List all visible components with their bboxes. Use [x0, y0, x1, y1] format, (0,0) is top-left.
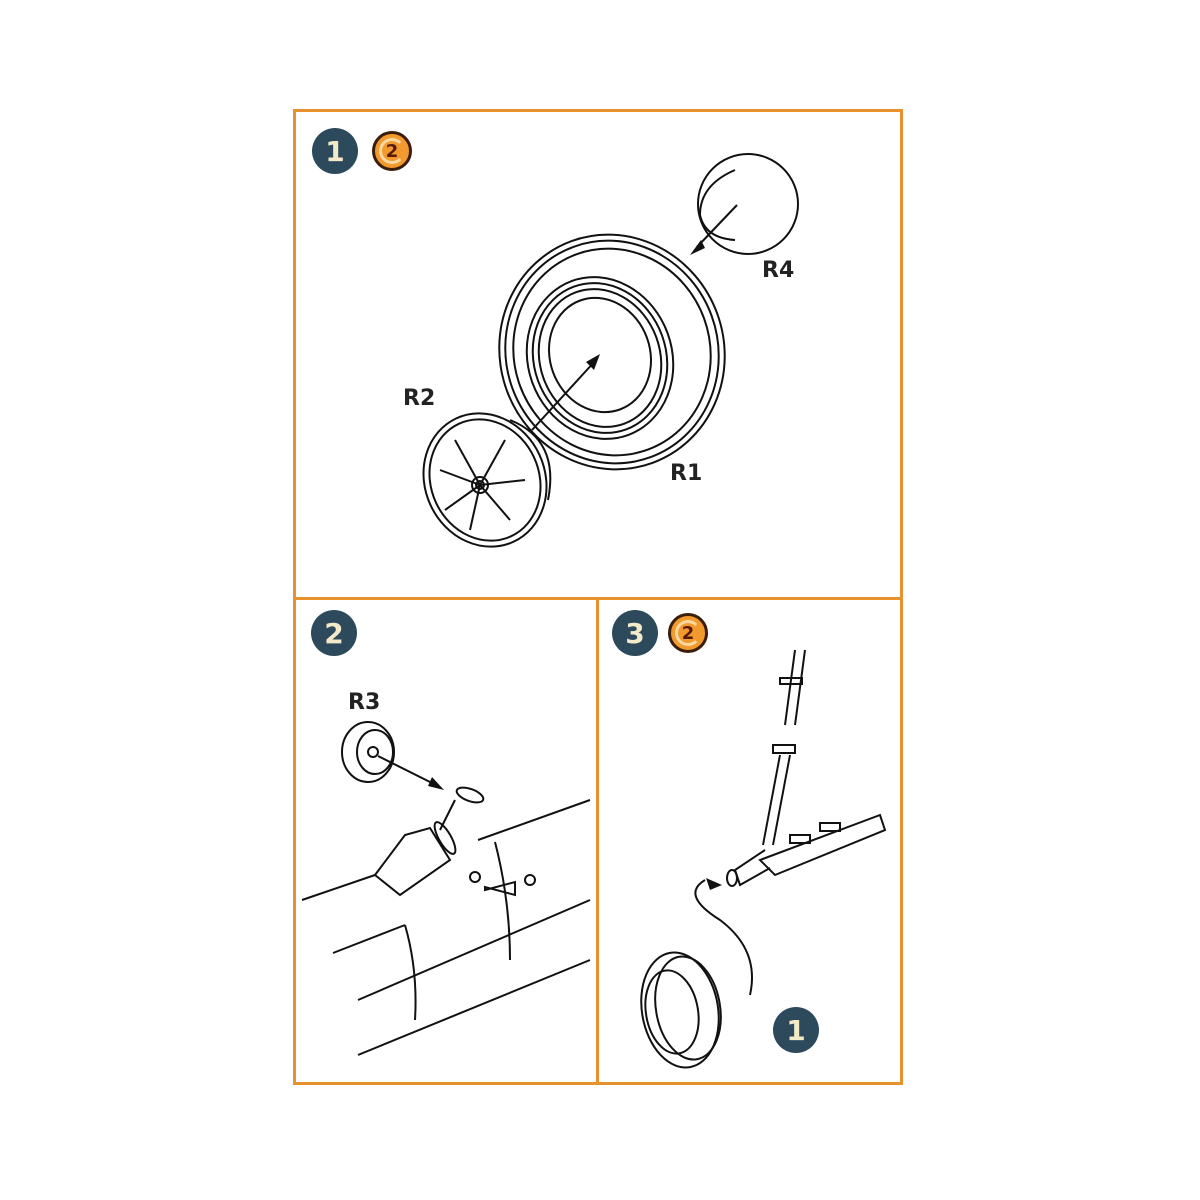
rotate-arrow-icon: [379, 138, 405, 164]
part-label-r1: R1: [670, 461, 703, 486]
reference-step-badge: 2: [372, 131, 412, 171]
rotate-arrow-icon: [675, 620, 701, 646]
part-label-r2: R2: [403, 386, 436, 411]
part-label-r4: R4: [762, 258, 795, 283]
tire-r1-drawing: [498, 233, 726, 471]
sub-assembly-badge-1: 1: [773, 1007, 819, 1053]
arrow-head: [706, 878, 722, 890]
wheel-r3-drawing: [341, 721, 439, 787]
reference-step-number: 2: [385, 140, 399, 162]
arrow-head: [690, 240, 705, 255]
landing-gear-strut-drawing: [640, 649, 887, 1069]
arrow-head: [428, 777, 444, 790]
hubcap-r4-drawing: [696, 153, 799, 255]
part-label-r3: R3: [348, 690, 381, 715]
step-badge-2: 2: [311, 610, 357, 656]
reference-step-badge: 2: [668, 613, 708, 653]
panel-divider-vertical: [596, 597, 599, 1085]
fuselage-drawing: [301, 786, 591, 1056]
step-badge-1: 1: [312, 128, 358, 174]
reference-step-number: 2: [681, 622, 695, 644]
wheel-hub-r2-drawing: [422, 412, 552, 548]
arrow-head: [586, 354, 600, 370]
step-badge-3: 3: [612, 610, 658, 656]
